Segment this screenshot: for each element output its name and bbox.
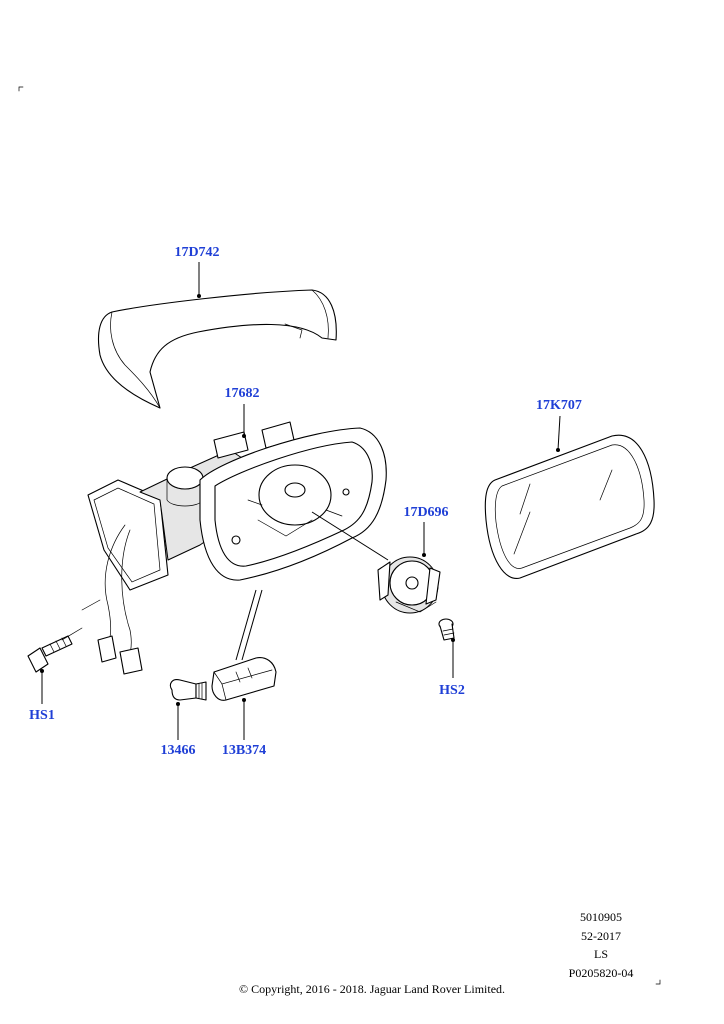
reference-line-2: 52-2017 [581, 928, 621, 943]
reference-line-1: 5010905 [580, 910, 622, 924]
reference-code-block: 5010905 52-2017 LS P0205820-04 [556, 908, 646, 982]
mirror-housing-part [81, 421, 387, 675]
callout-13b374[interactable]: 13B374 [222, 743, 266, 758]
callout-hs1[interactable]: HS1 [29, 708, 55, 723]
actuator-motor-part [377, 556, 441, 614]
callout-17d742[interactable]: 17D742 [174, 245, 219, 260]
screw-hs2-part [438, 618, 455, 641]
corner-mark-bottom-right [655, 979, 661, 985]
bulb-part [169, 679, 207, 701]
reference-line-4: P0205820-04 [568, 965, 634, 980]
callout-17d696[interactable]: 17D696 [403, 505, 448, 520]
reference-line-3: LS [593, 947, 608, 961]
callout-hs2[interactable]: HS2 [439, 683, 465, 698]
copyright-notice: © Copyright, 2016 - 2018. Jaguar Land Ro… [238, 982, 506, 996]
corner-mark-top-left [18, 86, 24, 92]
callout-17682[interactable]: 17682 [225, 386, 260, 401]
callout-17k707[interactable]: 17K707 [536, 398, 582, 413]
mirror-cover-part [97, 289, 337, 409]
screw-hs1-part [27, 627, 83, 673]
callout-13466[interactable]: 13466 [161, 743, 196, 758]
mirror-glass-part [484, 434, 655, 579]
lamp-unit-part [211, 657, 277, 701]
